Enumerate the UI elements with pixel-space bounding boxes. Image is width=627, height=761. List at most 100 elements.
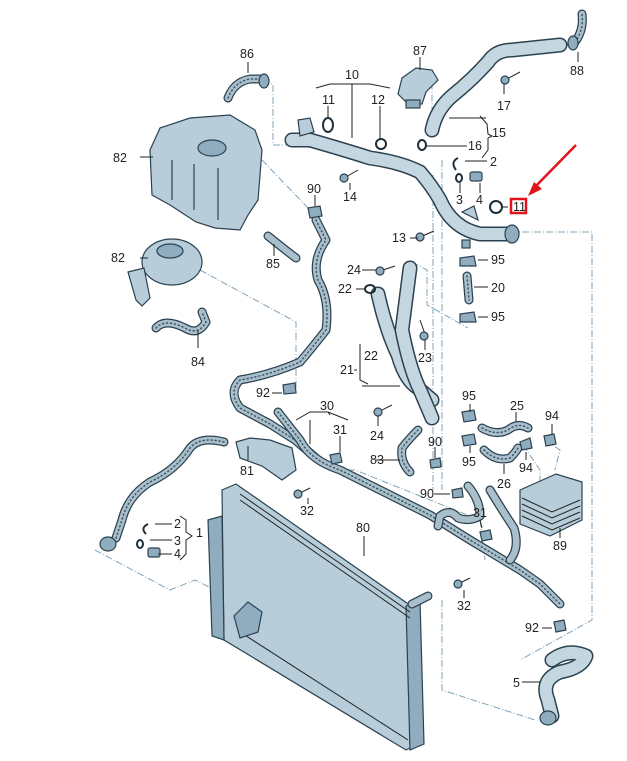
label-90-bottom: 90	[420, 487, 434, 501]
label-11-highlighted: 11	[513, 200, 526, 214]
clip-2-bottom	[142, 523, 149, 535]
label-22-bottom: 22	[364, 349, 378, 363]
label-95-a: 95	[491, 253, 505, 267]
highlight-box-part-11	[509, 197, 528, 215]
part-21-twin-pipes	[370, 260, 440, 426]
label-20: 20	[491, 281, 505, 295]
label-95-c: 95	[462, 389, 476, 403]
label-32-bottom: 32	[457, 599, 471, 613]
clamp-95-a	[459, 255, 477, 267]
label-2-bottom: 2	[174, 517, 181, 531]
long-coolant-hose	[229, 215, 332, 463]
label-4-top: 4	[476, 193, 483, 207]
label-82-bottom: 82	[111, 251, 125, 265]
label-10: 10	[345, 68, 359, 82]
label-13: 13	[392, 231, 406, 245]
hose-20	[462, 271, 474, 305]
part-88-hose	[567, 9, 587, 51]
o-ring-22	[364, 284, 376, 294]
label-89: 89	[553, 539, 567, 553]
red-arrow-icon	[528, 144, 577, 196]
part-81-flange	[235, 437, 297, 481]
label-94-top: 94	[545, 409, 559, 423]
part-82-expansion-tank-large	[149, 114, 263, 231]
label-90-top: 90	[307, 182, 321, 196]
label-90-mid: 90	[428, 435, 442, 449]
bolt-17	[500, 71, 521, 85]
label-92-top: 92	[256, 386, 270, 400]
label-82-top: 82	[113, 151, 127, 165]
label-24-top: 24	[347, 263, 361, 277]
o-ring-12	[375, 138, 387, 150]
bolt-24-bottom	[373, 404, 393, 417]
label-4-bottom: 4	[174, 547, 181, 561]
label-1: 1	[196, 526, 203, 540]
label-3-top: 3	[456, 193, 463, 207]
clamp-92-a	[282, 382, 297, 395]
part-30-coolant-line	[273, 407, 565, 609]
clamp-95-c	[461, 409, 477, 423]
part-1-hose	[99, 435, 229, 552]
part-87-thermostat-housing	[397, 67, 439, 109]
bolt-23	[419, 319, 429, 341]
label-87: 87	[413, 44, 427, 58]
part-82-expansion-tank-round	[127, 238, 203, 307]
label-80: 80	[356, 521, 370, 535]
bolt-32-b	[453, 577, 471, 589]
label-14: 14	[343, 190, 357, 204]
clip-31-a	[329, 452, 343, 465]
part-15-pipe	[424, 37, 568, 138]
leader-lines	[140, 52, 579, 683]
part-labels: 86 87 88 10 11 12 17 15 16 2 3 4 11 82 8…	[111, 44, 584, 690]
part-85-hose	[263, 231, 301, 263]
bolt-32-a	[293, 487, 311, 499]
label-21: 21	[340, 363, 354, 377]
label-15: 15	[492, 126, 506, 140]
clamp-92-b	[553, 619, 567, 633]
label-26: 26	[497, 477, 511, 491]
hose-26	[479, 443, 523, 464]
clip-2-top	[452, 157, 459, 171]
label-11-top: 11	[322, 93, 335, 107]
label-85: 85	[266, 257, 280, 271]
label-24-bottom: 24	[370, 429, 384, 443]
label-94-bottom: 94	[519, 461, 533, 475]
clamp-90-b	[429, 457, 442, 469]
bolt-24-top	[375, 265, 396, 276]
label-81: 81	[240, 464, 254, 478]
label-30: 30	[320, 399, 334, 413]
sender-4-bottom	[147, 547, 161, 558]
label-22-top: 22	[338, 282, 352, 296]
label-31-bottom: 31	[473, 506, 487, 520]
label-95-d: 95	[462, 455, 476, 469]
label-25: 25	[510, 399, 524, 413]
label-95-b: 95	[491, 310, 505, 324]
clamp-90-a	[307, 205, 323, 219]
o-ring-3-bottom	[136, 539, 144, 549]
clamp-90-c	[451, 487, 464, 499]
label-86: 86	[240, 47, 254, 61]
part-10-main-pipe	[284, 117, 520, 249]
part-83-hose	[397, 425, 423, 477]
clamp-95-b	[459, 311, 477, 323]
sender-4-top	[469, 171, 483, 182]
label-23: 23	[418, 351, 432, 365]
label-2-top: 2	[490, 155, 497, 169]
bolt-13	[415, 230, 435, 242]
o-ring-16	[417, 139, 427, 151]
label-88: 88	[570, 64, 584, 78]
clamp-94-b	[543, 433, 557, 447]
clamp-95-d	[461, 433, 477, 447]
bolt-14	[339, 169, 359, 183]
o-ring-11-top	[322, 117, 334, 133]
label-3-bottom: 3	[174, 534, 181, 548]
label-5: 5	[513, 676, 520, 690]
clip-31-b	[479, 529, 493, 542]
label-12: 12	[371, 93, 385, 107]
part-86-hose	[223, 73, 270, 103]
o-ring-11-highlighted	[489, 200, 503, 214]
part-5-hose	[538, 645, 594, 726]
label-92-bottom: 92	[525, 621, 539, 635]
part-89-oil-cooler	[519, 473, 583, 537]
